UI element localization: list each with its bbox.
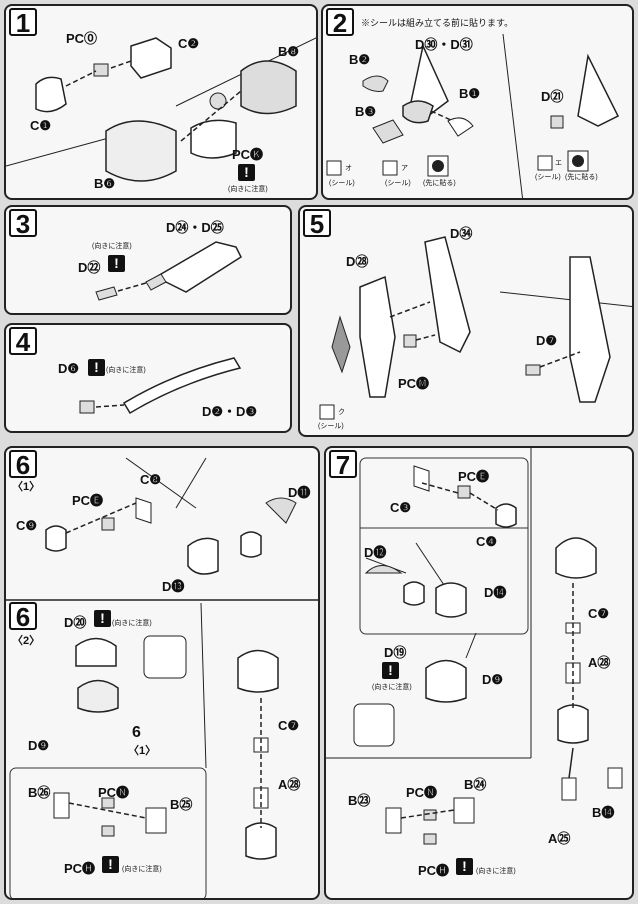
label-d19: D⑲ xyxy=(384,645,407,660)
label-d30: D㉚・D㉛ xyxy=(415,37,473,52)
sticker-2-code: ア xyxy=(401,165,408,172)
label-b26: B㉖ xyxy=(28,785,51,800)
label-d9: D❾ xyxy=(28,738,50,753)
step-number: 7 xyxy=(329,450,357,478)
label-d7: D❼ xyxy=(536,333,558,348)
label-c7: C❼ xyxy=(588,606,610,621)
sticker-4-cap: (シール) xyxy=(535,174,561,181)
label-d14: D⓮ xyxy=(484,585,507,600)
sub-step: 〈1〉 xyxy=(12,481,41,493)
step-2-panel: 2 ※シールは組み立てる前に貼ります。 D㉚・D㉛ B❷ B❶ B❸ D㉑ オ … xyxy=(321,4,634,200)
label-c4: C❹ xyxy=(476,534,498,549)
step-3-illustration xyxy=(95,241,242,301)
sticker-1-cap: (シール) xyxy=(329,180,355,187)
step-number: 5 xyxy=(303,209,331,237)
step-5-illustration xyxy=(319,236,632,420)
label-b23: B㉓ xyxy=(348,793,371,808)
label-d34: D㉞ xyxy=(450,226,473,241)
sticker-3-cap: (先に貼る) xyxy=(423,180,456,187)
label-pck: PC🅚 xyxy=(232,147,264,162)
label-d9: D❾ xyxy=(482,672,504,687)
label-b24: B㉔ xyxy=(464,777,487,792)
label-pch: PC🅗 xyxy=(418,863,450,878)
sticker-cap: (シール) xyxy=(318,423,344,430)
label-c3: C❸ xyxy=(390,500,412,515)
step-number: 2 xyxy=(326,8,354,36)
caution-text: (向きに注意) xyxy=(112,620,152,627)
step-7-panel: 7 PC🅔 C❸ C❹ D⓬ D⓮ D⑲ ! (向きに xyxy=(324,446,634,900)
caution-icon-2: ! xyxy=(102,856,119,873)
sticker-5-cap: (先に貼る) xyxy=(565,174,598,181)
label-b1: B❶ xyxy=(459,86,481,101)
label-d24: D㉔・D㉕ xyxy=(166,220,224,235)
step-3-panel: 3 D㉔・D㉕ (向きに注意) D㉒ ! xyxy=(4,205,292,315)
label-c9: C❾ xyxy=(16,518,38,533)
label-d2: D❷・D❸ xyxy=(202,404,258,419)
label-d21: D㉑ xyxy=(541,89,564,104)
label-d22: D㉒ xyxy=(78,260,101,275)
label-c2: C❷ xyxy=(178,36,200,51)
caution-text-2: (向きに注意) xyxy=(122,866,162,873)
label-a25: A㉕ xyxy=(548,831,571,846)
caution-text: (向きに注意) xyxy=(372,684,412,691)
label-c8: C❽ xyxy=(140,472,162,487)
label-d20: D⑳ xyxy=(64,615,87,630)
caution-icon: ! xyxy=(108,255,125,272)
label-d6: D❻ xyxy=(58,361,80,376)
sub-step-2: 〈2〉 xyxy=(12,635,41,647)
sticker-code: ク xyxy=(338,409,345,416)
caution-text: (向きに注意) xyxy=(228,186,268,193)
step-number: 3 xyxy=(9,209,37,237)
sticker-2-cap: (シール) xyxy=(385,180,411,187)
step-number: 4 xyxy=(9,327,37,355)
step-number-2: 6 xyxy=(9,602,37,630)
label-pcn: PC🅝 xyxy=(98,785,130,800)
label-b2: B❷ xyxy=(349,52,371,67)
label-d12: D⓬ xyxy=(364,545,387,560)
caution-icon: ! xyxy=(382,662,399,679)
label-a28: A㉘ xyxy=(278,777,301,792)
label-pch: PC🅗 xyxy=(64,861,96,876)
label-d28: D㉘ xyxy=(346,254,369,269)
label-d11: D⓫ xyxy=(288,485,311,500)
label-pce: PC🅔 xyxy=(72,493,104,508)
caution-icon-2: ! xyxy=(456,858,473,875)
ref-step: 6 xyxy=(132,724,141,741)
step-4-panel: 4 D❻ ! (向きに注意) D❷・D❸ xyxy=(4,323,292,433)
label-b14: B⓮ xyxy=(592,805,615,820)
label-d13: D⓭ xyxy=(162,579,185,594)
label-a28: A㉘ xyxy=(588,655,611,670)
sticker-note: ※シールは組み立てる前に貼ります。 xyxy=(361,18,514,28)
step-5-panel: 5 D㉘ D㉞ PC🅜 D❼ ク (シール) xyxy=(298,205,634,437)
sticker-4-code: エ xyxy=(555,160,562,167)
label-c7: C❼ xyxy=(278,718,300,733)
step-4-illustration xyxy=(79,357,242,415)
label-b6: B❻ xyxy=(94,176,116,191)
sticker-1-code: オ xyxy=(345,165,352,172)
ref-sub: 〈1〉 xyxy=(128,745,157,757)
step-1-panel: 1 PC⓪ C❷ B❽ C❶ PC🅚 ! (向きに注意) B❻ xyxy=(4,4,318,200)
caution-icon: ! xyxy=(238,164,255,181)
step-2-illustration xyxy=(326,33,620,198)
caution-icon: ! xyxy=(94,610,111,627)
step-7-illustration xyxy=(326,448,623,845)
label-pco: PC⓪ xyxy=(66,31,98,46)
label-b25: B㉕ xyxy=(170,797,193,812)
caution-icon: ! xyxy=(88,359,105,376)
step-number: 6 xyxy=(9,450,37,478)
caution-text: (向きに注意) xyxy=(106,367,146,374)
step-6-panel: 6 〈1〉 C❽ PC🅔 C❾ D⓫ D⓭ 6 〈2〉 D⑳ ! (向きに注意)… xyxy=(4,446,320,900)
label-pcn: PC🅝 xyxy=(406,785,438,800)
caution-text: (向きに注意) xyxy=(92,243,132,250)
step-1-illustration xyxy=(6,37,316,182)
label-pce: PC🅔 xyxy=(458,469,490,484)
step-number: 1 xyxy=(9,8,37,36)
label-b3: B❸ xyxy=(355,104,377,119)
caution-text-2: (向きに注意) xyxy=(476,868,516,875)
label-pcm: PC🅜 xyxy=(398,376,430,391)
step-6-illustration xyxy=(6,457,318,898)
label-b8: B❽ xyxy=(278,44,300,59)
label-c1: C❶ xyxy=(30,118,52,133)
